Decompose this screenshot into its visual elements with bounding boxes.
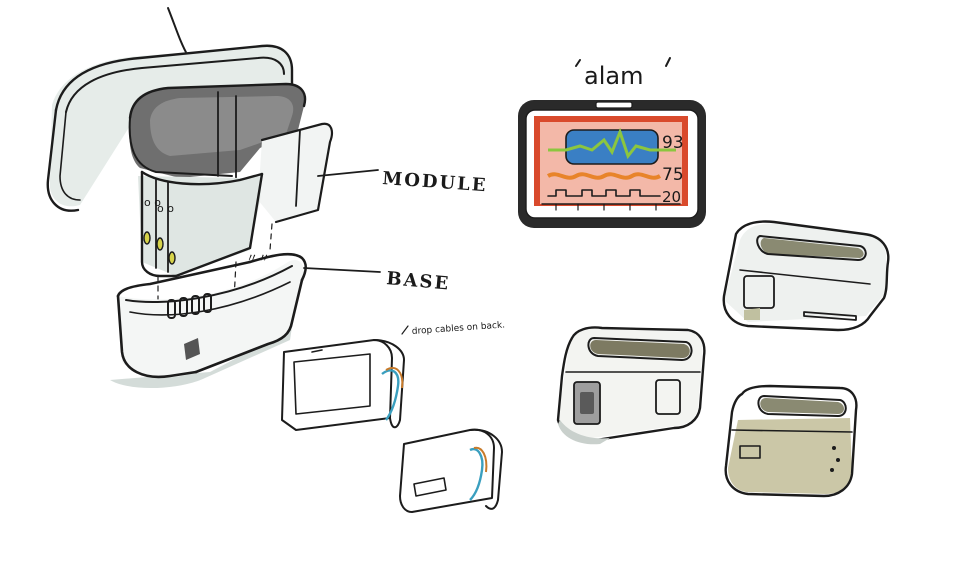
readout-middle: 75 xyxy=(662,165,684,185)
waveform-panel xyxy=(565,129,659,165)
monitor-front-sketch xyxy=(281,325,409,431)
label-base-group: BASE xyxy=(303,267,451,295)
alarm-screen-sketch: alam 93 75 20 xyxy=(518,57,706,228)
base-vent-slots xyxy=(167,293,212,319)
label-alarm: alam xyxy=(584,62,643,90)
module-slot-marks: o o o o xyxy=(143,196,176,265)
label-base: BASE xyxy=(386,268,451,294)
enclosure-concept-middle xyxy=(556,326,706,445)
readout-bottom: 20 xyxy=(662,188,681,206)
exploded-device-sketch: o o o o 〃〃 xyxy=(46,7,333,389)
svg-text:〃〃: 〃〃 xyxy=(246,251,270,265)
enclosure-concept-top xyxy=(722,220,890,332)
readout-top: 93 xyxy=(662,133,684,153)
svg-text:o o: o o xyxy=(157,202,174,215)
svg-text:o o: o o xyxy=(144,196,161,209)
label-cable-note: drop cables on back. xyxy=(412,321,506,337)
enclosure-concept-bottom xyxy=(724,384,858,498)
label-module-group: MODULE xyxy=(317,168,489,196)
monitor-side-sketch xyxy=(399,428,503,513)
label-module: MODULE xyxy=(382,168,489,196)
